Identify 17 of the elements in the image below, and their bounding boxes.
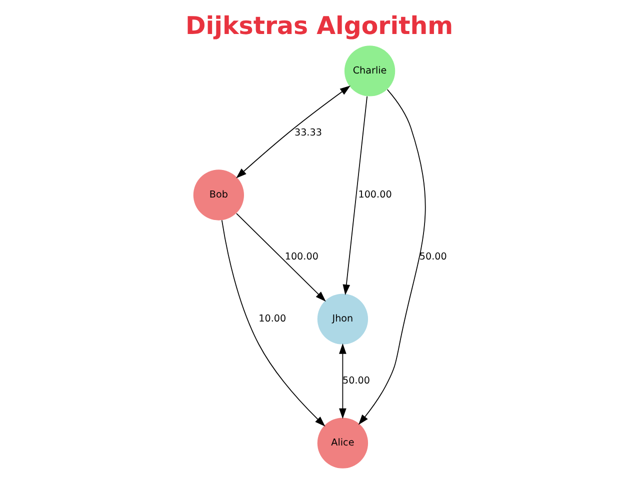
edge-label: 10.00 — [258, 313, 286, 324]
arrow — [339, 343, 346, 419]
edge-label: 33.33 — [294, 127, 322, 138]
arrow — [221, 220, 326, 427]
edge-label: 100.00 — [284, 251, 318, 262]
edge-label: 50.00 — [419, 251, 447, 262]
node-circle: Bob — [193, 170, 244, 220]
node-circle: Charlie — [344, 46, 396, 96]
arrow — [236, 212, 326, 302]
edge-label: 50.00 — [342, 376, 370, 387]
arrow — [342, 96, 368, 296]
node-circle: Alice — [317, 418, 368, 468]
diagram-title: Dijkstras Algorithm — [185, 10, 454, 40]
node-circle: Jhon — [317, 294, 368, 344]
arrow — [236, 86, 350, 178]
edge-label: 100.00 — [358, 189, 392, 200]
arrow — [358, 89, 426, 425]
